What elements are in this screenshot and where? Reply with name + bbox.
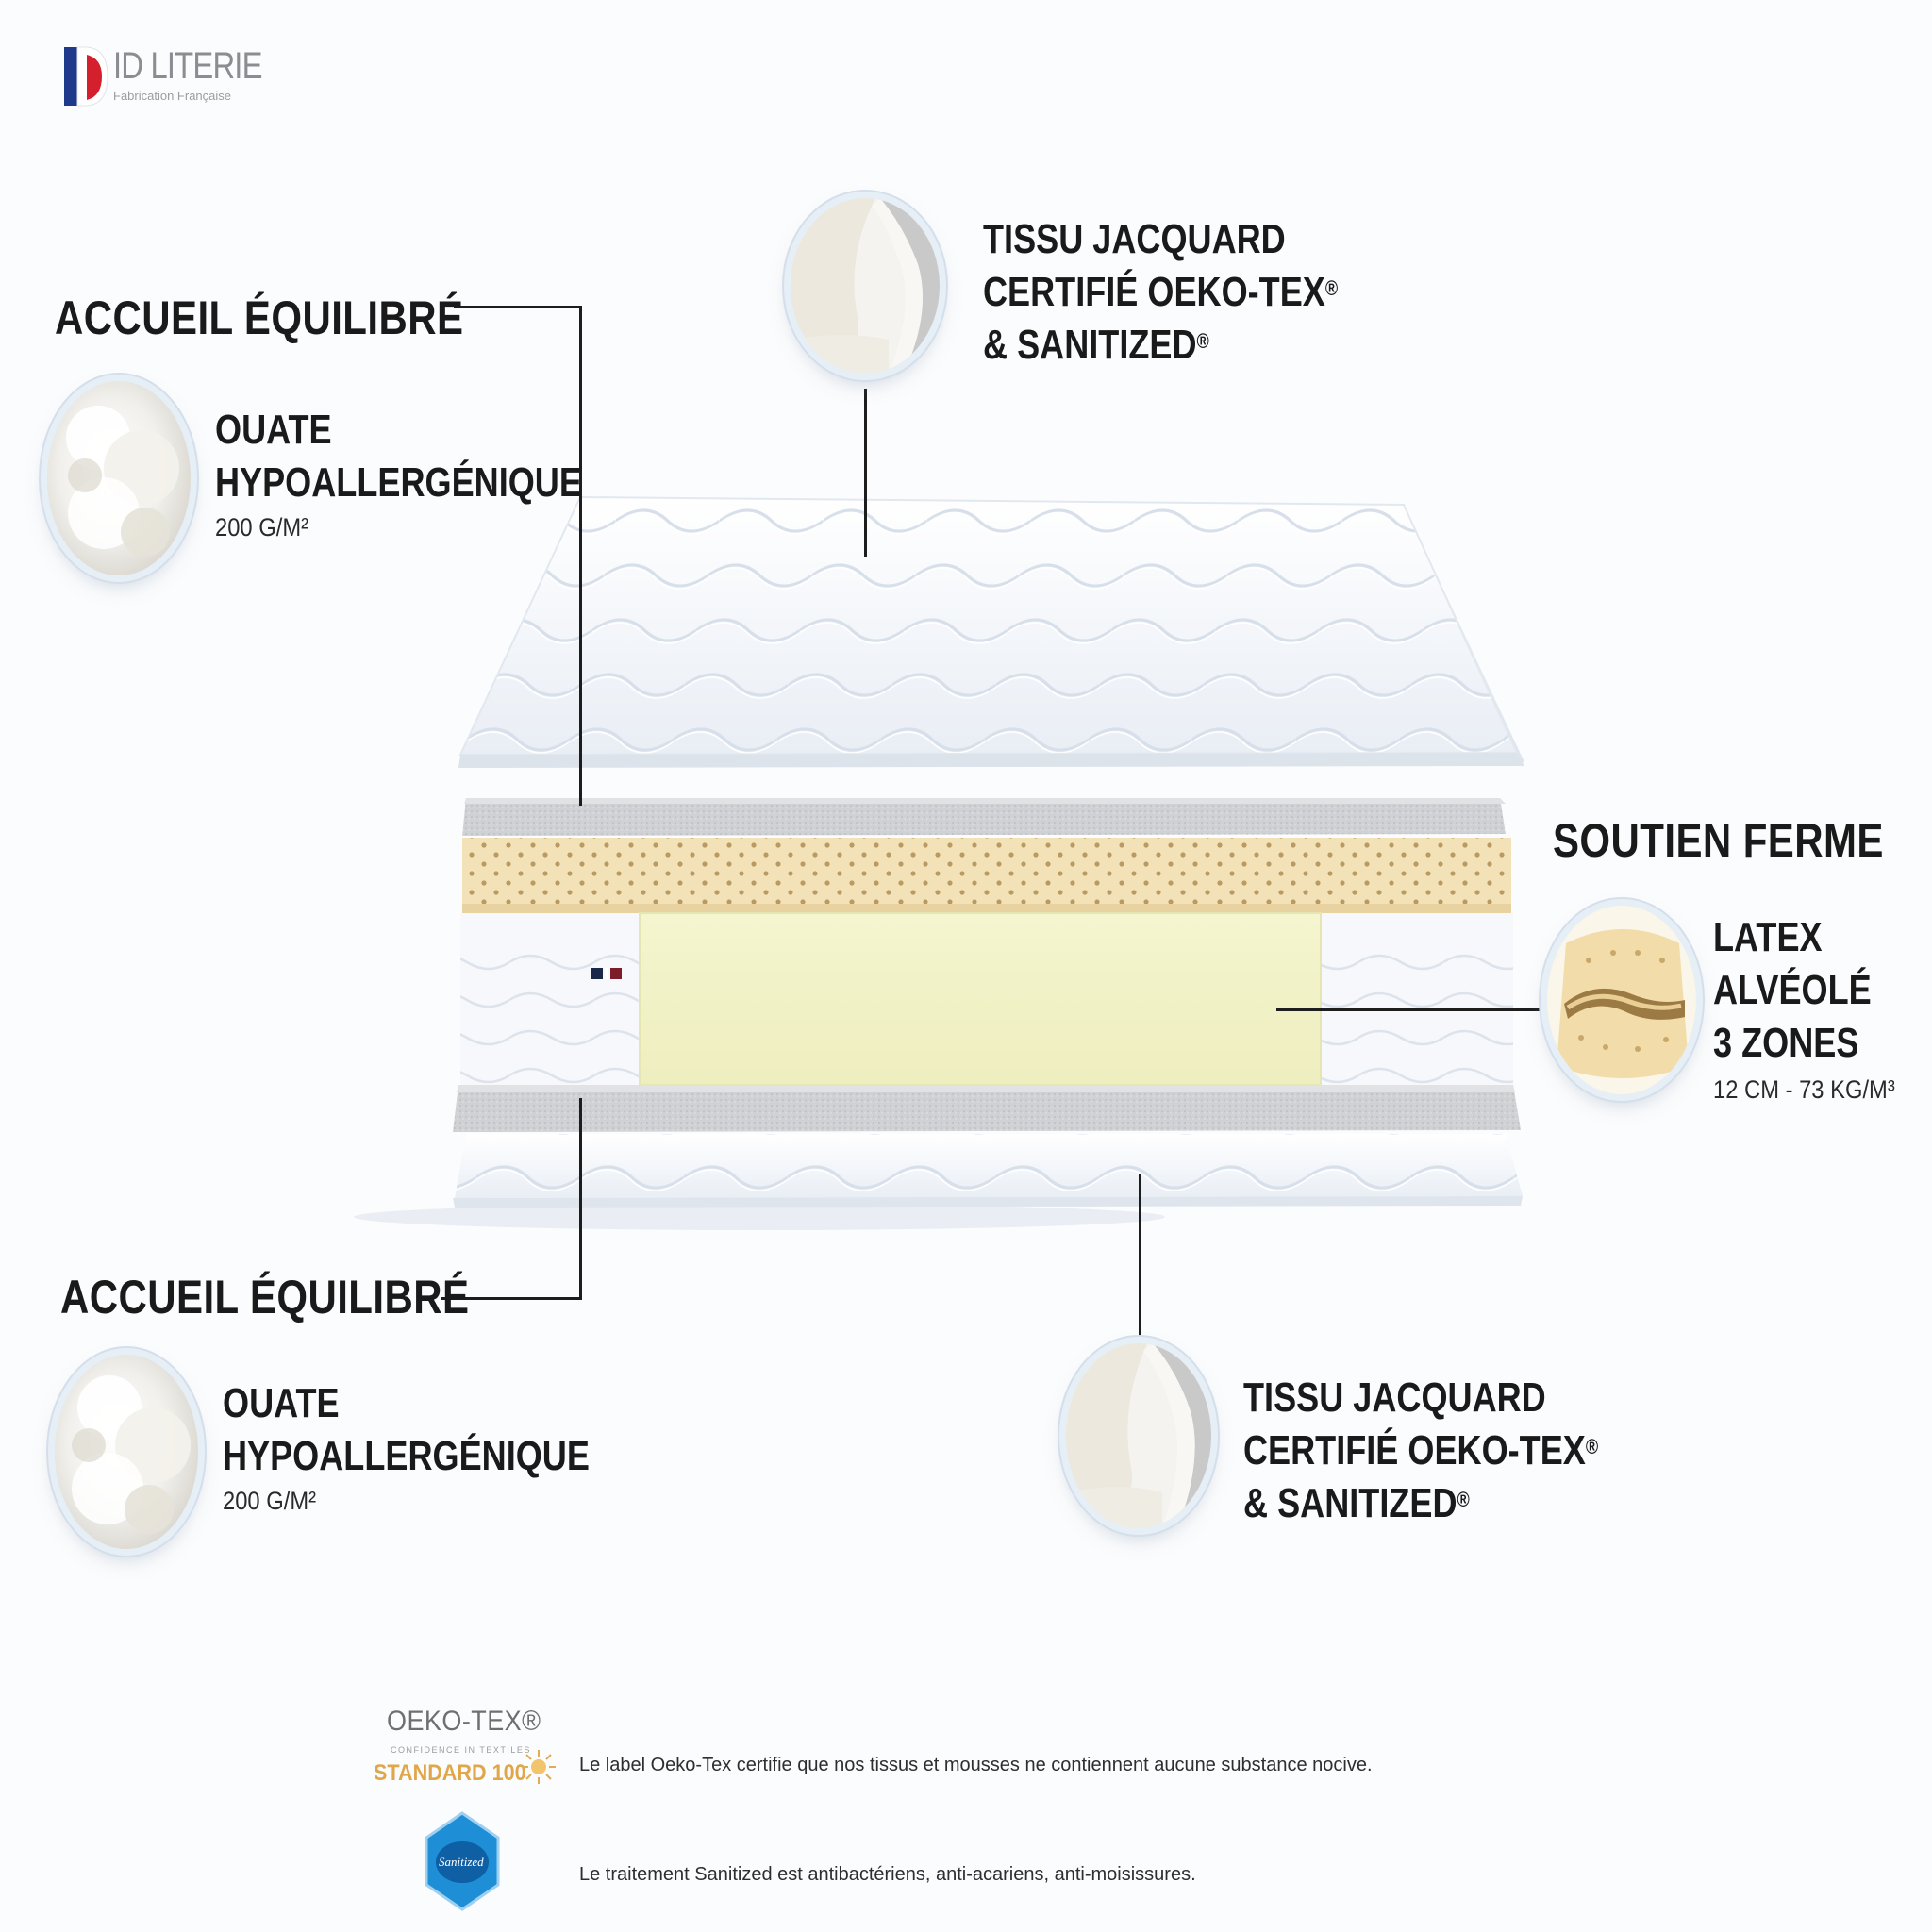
support-line3: 3 ZONES — [1713, 1020, 1859, 1066]
support-line2: ALVÉOLÉ — [1713, 967, 1872, 1013]
support-spec: 12 CM - 73 KG/M³ — [1713, 1075, 1895, 1104]
flag-tag-red — [610, 968, 622, 979]
top-fabric-reg1: ® — [1324, 276, 1339, 300]
cotton-wadding-swatch-top — [47, 381, 191, 575]
support-line1: LATEX — [1713, 914, 1823, 960]
bottom-comfort-line2: HYPOALLERGÉNIQUE — [223, 1433, 590, 1479]
connector-support — [1276, 1008, 1546, 1011]
cotton-wadding-icon — [55, 1355, 198, 1549]
bottom-fabric-line3-row: & SANITIZED® — [1243, 1477, 1598, 1530]
oeko-tex-title: OEKO-TEX® — [387, 1706, 541, 1737]
cotton-wadding-swatch-bottom — [55, 1355, 198, 1549]
latex-roll-icon — [1547, 906, 1696, 1094]
top-fabric-label: TISSU JACQUARD CERTIFIÉ OEKO-TEX® & SANI… — [983, 213, 1338, 372]
bottom-fabric-line1: TISSU JACQUARD — [1243, 1374, 1546, 1421]
latex-swatch — [1547, 906, 1696, 1094]
latex-layer — [462, 838, 1511, 913]
cotton-wadding-icon — [47, 381, 191, 575]
bottom-fabric-reg2: ® — [1457, 1488, 1470, 1511]
bottom-comfort-label: OUATE HYPOALLERGÉNIQUE — [223, 1377, 590, 1483]
fabric-fold-icon — [1066, 1343, 1211, 1528]
brand-tagline: Fabrication Française — [113, 89, 231, 103]
bottom-comfort-line1: OUATE — [223, 1380, 340, 1426]
brand-logo: ID LITERIE Fabrication Française — [64, 45, 272, 113]
sanitized-badge-text: Sanitized — [439, 1855, 484, 1869]
top-fabric-line3-row: & SANITIZED® — [983, 319, 1338, 372]
jacquard-fabric-swatch-bottom — [1066, 1343, 1211, 1528]
sanitized-description: Le traitement Sanitized est antibactérie… — [579, 1864, 1196, 1885]
oeko-tex-standard: STANDARD 100 — [374, 1760, 526, 1786]
mattress-core-band — [460, 912, 1513, 1086]
top-comfort-line2: HYPOALLERGÉNIQUE — [215, 459, 582, 506]
connector-top-comfort-h — [454, 306, 582, 308]
connector-top-comfort-v — [579, 306, 582, 806]
upper-felt-layer — [462, 798, 1506, 836]
connector-bottom-comfort-h — [441, 1297, 582, 1300]
fabric-fold-icon — [791, 198, 940, 374]
top-comfort-line1: OUATE — [215, 407, 332, 453]
top-fabric-reg2: ® — [1196, 329, 1209, 353]
sanitized-logo: Sanitized — [423, 1809, 502, 1913]
bottom-comfort-spec: 200 G/M² — [223, 1487, 317, 1515]
oeko-tex-logo: OEKO-TEX® CONFIDENCE IN TEXTILES STANDAR… — [370, 1706, 558, 1790]
bottom-fabric-line2-row: CERTIFIÉ OEKO-TEX® — [1243, 1424, 1598, 1477]
top-quilted-panel — [458, 495, 1524, 768]
bottom-quilted-panel — [453, 1134, 1523, 1208]
sun-icon — [522, 1750, 556, 1784]
flag-tag-blue — [591, 968, 603, 979]
support-heading: SOUTIEN FERME — [1553, 814, 1884, 867]
bottom-fabric-label: TISSU JACQUARD CERTIFIÉ OEKO-TEX® & SANI… — [1243, 1372, 1598, 1530]
connector-bottom-comfort-v — [579, 1098, 582, 1300]
top-fabric-line3: & SANITIZED — [983, 322, 1197, 368]
brand-name: ID LITERIE — [113, 45, 262, 87]
connector-top-fabric — [864, 389, 867, 557]
top-comfort-spec: 200 G/M² — [215, 513, 309, 541]
bottom-comfort-heading: ACCUEIL ÉQUILIBRÉ — [60, 1271, 470, 1324]
lower-felt-layer — [453, 1085, 1521, 1132]
jacquard-fabric-swatch-top — [791, 198, 940, 374]
top-comfort-heading: ACCUEIL ÉQUILIBRÉ — [55, 291, 464, 344]
bottom-fabric-reg1: ® — [1585, 1435, 1599, 1458]
bottom-fabric-line3: & SANITIZED — [1243, 1480, 1457, 1526]
oeko-tex-tagline: CONFIDENCE IN TEXTILES — [391, 1745, 531, 1755]
french-flag-logo-icon — [64, 46, 108, 107]
top-comfort-label: OUATE HYPOALLERGÉNIQUE — [215, 404, 582, 509]
top-fabric-line1: TISSU JACQUARD — [983, 216, 1286, 262]
connector-bottom-fabric — [1139, 1174, 1141, 1341]
top-fabric-line2-row: CERTIFIÉ OEKO-TEX® — [983, 266, 1338, 319]
sanitized-badge-icon — [425, 1811, 500, 1911]
top-fabric-line2: CERTIFIÉ OEKO-TEX — [983, 269, 1325, 315]
oeko-tex-description: Le label Oeko-Tex certifie que nos tissu… — [579, 1755, 1373, 1775]
support-label: LATEX ALVÉOLÉ 3 ZONES — [1713, 911, 1872, 1070]
bottom-fabric-line2: CERTIFIÉ OEKO-TEX — [1243, 1427, 1586, 1474]
